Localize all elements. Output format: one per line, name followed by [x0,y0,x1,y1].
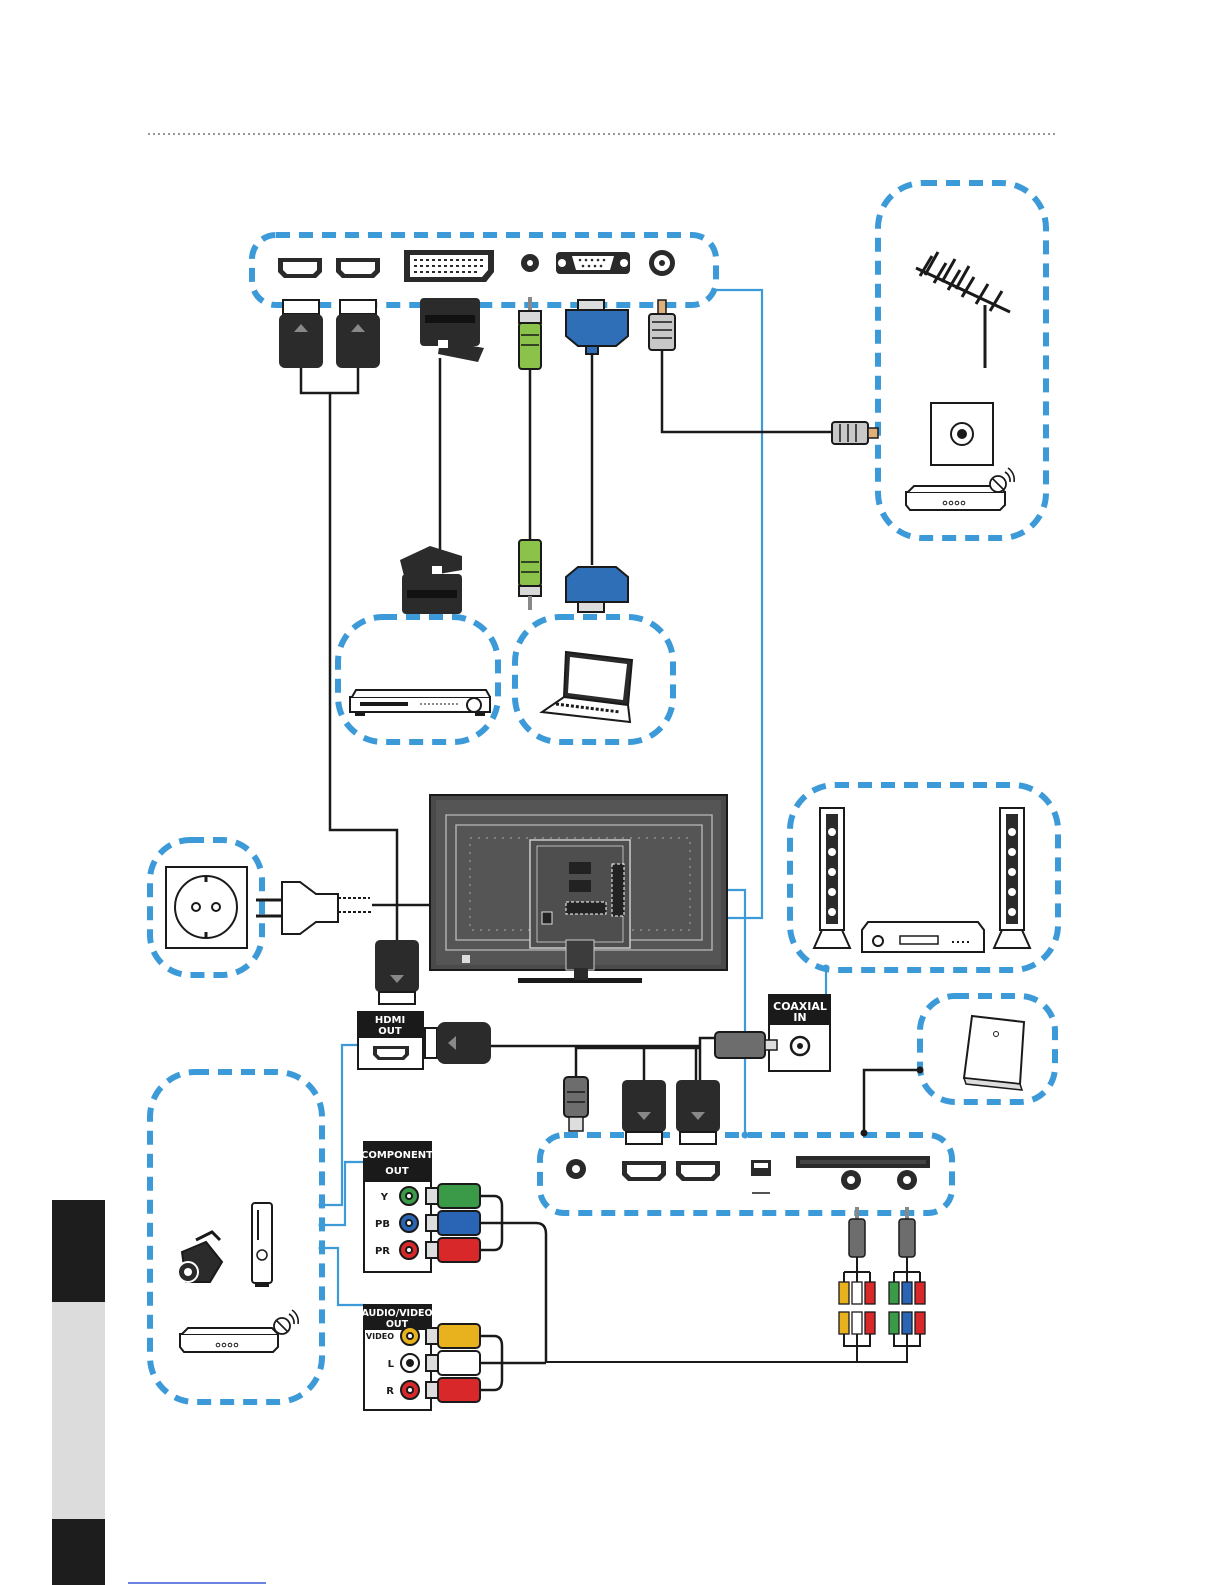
tv-back-icon [430,795,727,983]
bottom-panel-cables [564,1048,720,1144]
av-receiver-icon [862,922,984,952]
ci-card-cable [864,1070,920,1133]
sidebar-tab-light [52,1302,105,1519]
av-adapter-cables [546,1207,925,1362]
av-l-label: L [388,1359,395,1370]
wall-socket-icon [931,403,993,465]
dvd-player-icon [350,690,490,716]
av-r-label: R [386,1386,394,1397]
component-label-line2: OUT [385,1166,409,1177]
vga-cable [566,300,628,612]
audio-cable [519,297,541,610]
hdmi-plug-to-tv [375,940,419,1004]
rf-port-icon [649,250,675,276]
hdmi-port-icon [336,258,380,278]
sidebar-tab-dark [52,1200,105,1302]
speaker-icon [994,808,1030,948]
component-label-line1: COMPONENT [361,1150,433,1161]
rf-cable [649,300,878,444]
antenna-box [878,183,1046,538]
component-pb-label: PB [375,1219,390,1230]
hdmi-port-icon [676,1161,720,1181]
component-y-label: Y [380,1192,389,1203]
av-label-line2: OUT [386,1319,409,1330]
audio-jack-icon [566,1159,586,1179]
wall-socket-icon [166,867,247,948]
audio-jack-icon [841,1170,861,1190]
top-port-row [278,250,675,282]
camcorder-icon [178,1232,222,1282]
hdmi-out-label-line2: OUT [378,1026,402,1037]
scart-port-icon [404,250,494,282]
satellite-box-icon [180,1310,298,1352]
hdmi-out-label-line1: HDMI [375,1015,405,1026]
coaxial-label-line2: IN [793,1011,806,1024]
satellite-box-icon [906,468,1014,510]
bottom-port-row [566,1156,930,1193]
av-video-label: VIDEO [366,1332,394,1341]
vga-port-icon [556,252,630,274]
usb-port-icon [751,1160,771,1193]
component-pr-label: PR [375,1246,390,1257]
audio-jack-icon [897,1170,917,1190]
antenna-icon [916,252,1010,368]
av-cable-plugs [426,1324,546,1402]
ci-card-icon [964,1016,1024,1090]
scart-cable [400,298,484,614]
hdmi-port-icon [622,1161,666,1181]
game-console-icon [252,1203,272,1287]
speaker-icon [814,808,850,948]
hdmi-port-icon [278,258,322,278]
leader-hdmi-out [322,1045,358,1205]
av-label-line1: AUDIO/VIDEO [361,1308,432,1319]
hdmi-out-plug [425,1022,491,1064]
dvd-box [338,617,498,742]
laptop-icon [542,652,632,722]
ci-slot-icon [796,1156,930,1168]
audio-jack-icon [521,254,539,272]
sidebar-tab-dark-bottom [52,1519,105,1585]
bottom-panel-ports-box [540,1135,952,1213]
leader-av [322,1248,364,1305]
